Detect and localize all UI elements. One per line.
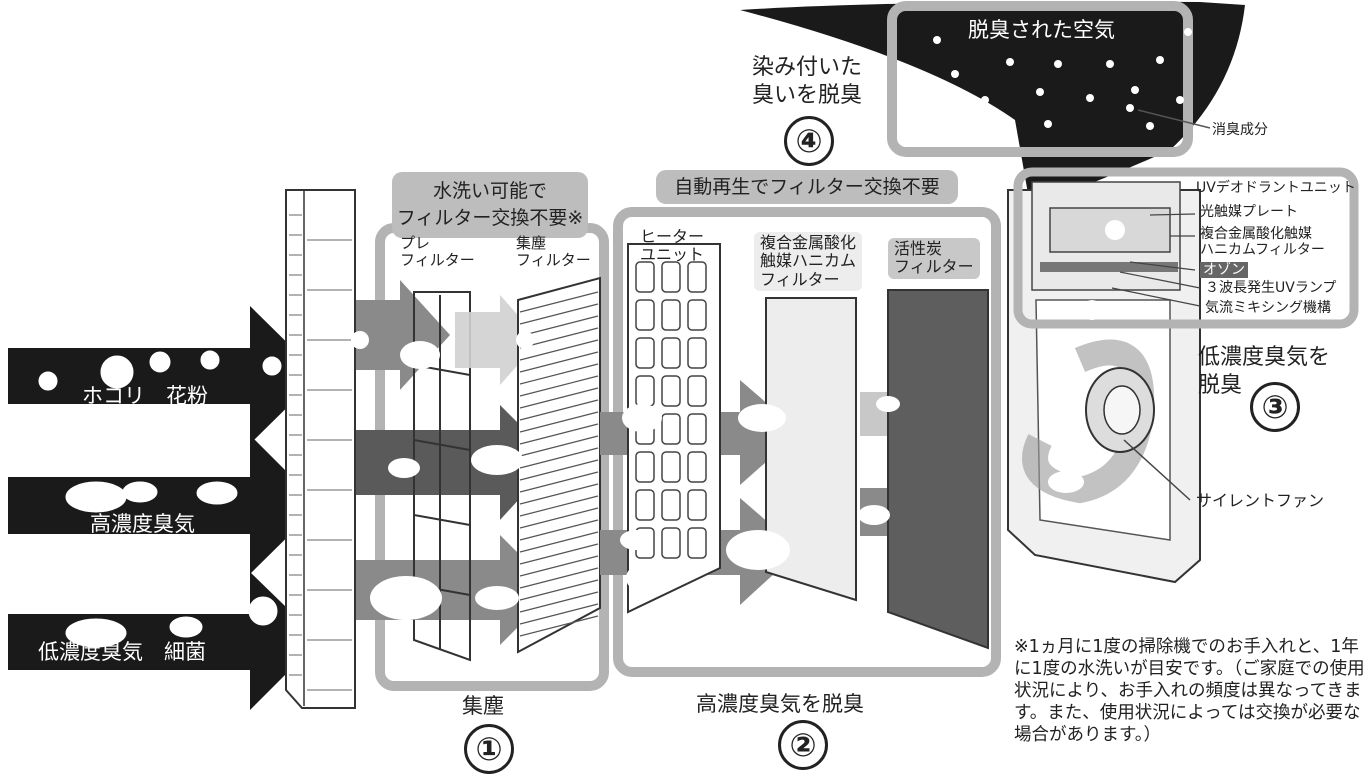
intake-arrows xyxy=(8,306,320,710)
heater-label: ヒーター ユニット xyxy=(640,227,705,265)
honeycomb-filter xyxy=(765,297,857,602)
uv-unit-title: UVデオドラントユニット xyxy=(1196,180,1356,196)
dust-filter xyxy=(517,276,601,654)
footnote: ※1ヵ月に1度の掃除機でのお手入れと、1年に1度の水洗いが目安です。（ご家庭での… xyxy=(1014,637,1365,745)
stage1-caption: 集塵 xyxy=(462,694,504,718)
fan-label: サイレントファン xyxy=(1196,491,1325,510)
carbon-label: 活性炭 フィルター xyxy=(888,238,980,279)
carbon-label-line1: 活性炭 xyxy=(894,239,943,258)
prefilter-label-line1: プレ xyxy=(400,234,431,252)
intake-high-odor-label: 高濃度臭気 xyxy=(90,512,195,536)
stage1-number: ① xyxy=(464,724,514,774)
stage4-number: ④ xyxy=(784,116,834,166)
uv-part-mixing: 気流ミキシング機構 xyxy=(1205,300,1331,316)
intake-low-odor-bacteria-label: 低濃度臭気 細菌 xyxy=(38,640,206,664)
honeycomb-label-line2: 触媒ハニカム xyxy=(760,251,857,271)
uv-part-photocatalyst: 光触媒プレート xyxy=(1200,204,1298,220)
clean-air-label: 脱臭された空気 xyxy=(968,18,1115,42)
stage3-number: ③ xyxy=(1250,382,1300,432)
stage4-caption-line1: 染み付いた xyxy=(752,55,863,80)
carbon-label-line2: フィルター xyxy=(894,257,974,277)
honeycomb-label-line1: 複合金属酸化 xyxy=(760,233,857,252)
stage2-label-box: 自動再生でフィルター交換不要 xyxy=(656,170,958,204)
heater-label-line1: ヒーター xyxy=(640,227,705,246)
uv-part-lamp: ３波長発生UVランプ xyxy=(1205,280,1337,296)
stage1-label-line2: フィルター交換不要※ xyxy=(396,207,584,229)
stage2-caption: 高濃度臭気を脱臭 xyxy=(696,692,864,716)
uv-part-ozone: オゾン xyxy=(1200,262,1248,279)
prefilter-label-line2: フィルター xyxy=(400,251,475,270)
heater-unit xyxy=(627,243,721,614)
stage1-label-box: 水洗い可能で フィルター交換不要※ xyxy=(392,172,588,238)
intake-dust-pollen-label: ホコリ 花粉 xyxy=(82,384,208,408)
honeycomb-label: 複合金属酸化 触媒ハニカム フィルター xyxy=(754,232,863,292)
front-grille xyxy=(285,189,356,709)
stage4-caption-line2: 臭いを脱臭 xyxy=(752,83,863,108)
stage3-caption-line1: 低濃度臭気を xyxy=(1198,345,1331,370)
stage4-caption: 染み付いた 臭いを脱臭 xyxy=(752,54,862,110)
prefilter-label: プレ フィルター xyxy=(400,234,475,270)
dust-filter-label: 集塵 フィルター xyxy=(516,234,591,270)
uv-part-honeycomb: 複合金属酸化触媒 ハニカムフィルター xyxy=(1200,226,1325,258)
deodorant-label: 消臭成分 xyxy=(1212,122,1268,138)
dust-filter-label-line2: フィルター xyxy=(516,251,591,270)
heater-label-line2: ユニット xyxy=(640,245,705,265)
stage3-caption: 低濃度臭気を 脱臭 xyxy=(1198,344,1330,400)
stage1-label-line1: 水洗い可能で xyxy=(432,180,547,202)
honeycomb-label-line3: フィルター xyxy=(760,269,840,289)
stage4-frame xyxy=(887,1,1193,157)
stage2-number: ② xyxy=(778,720,828,770)
stage3-caption-line2: 脱臭 xyxy=(1198,373,1243,398)
deodorant-particles xyxy=(933,28,1192,134)
stage3-frame xyxy=(1013,167,1359,329)
carbon-filter xyxy=(887,289,989,650)
dust-filter-label-line1: 集塵 xyxy=(516,234,547,252)
